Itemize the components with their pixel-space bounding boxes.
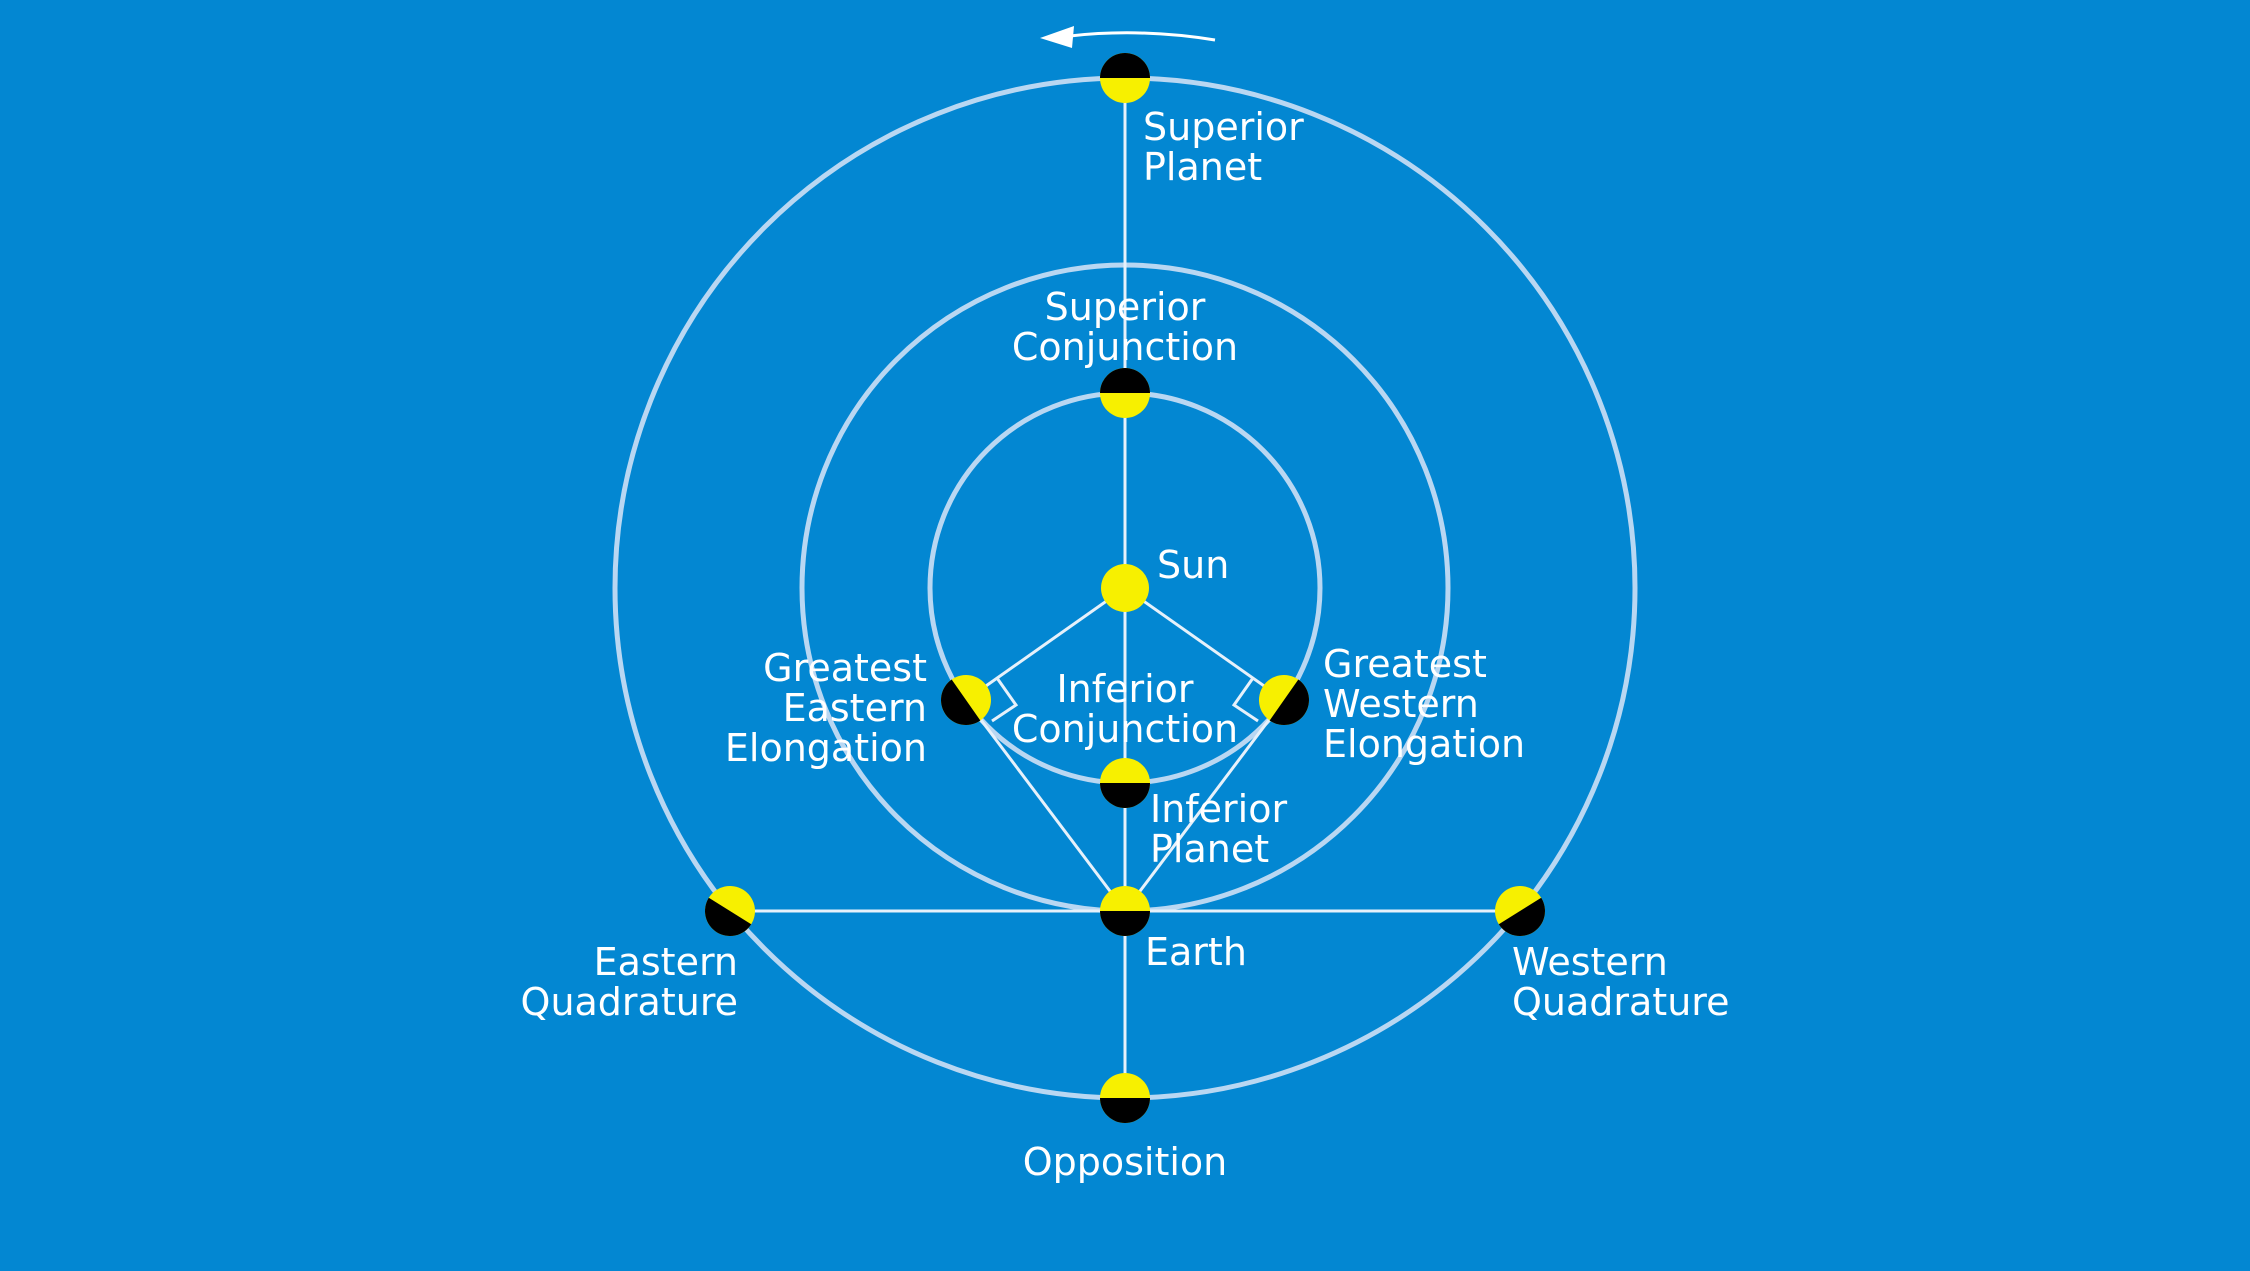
sun-to-eastern-elongation (965, 586, 1126, 702)
label-eastern-quadrature-line: Quadrature (521, 980, 738, 1024)
label-greatest-western-elongation-line: Greatest (1323, 642, 1487, 686)
planet-greatest-western-elongation (1259, 675, 1309, 725)
right-angle-marker-west (1231, 677, 1259, 723)
sun-to-western-elongation (1124, 586, 1285, 702)
right-angle-marker-east (991, 677, 1019, 723)
planet-eastern-quadrature (705, 886, 755, 936)
earth (1100, 886, 1150, 936)
arrow-head-icon (1040, 26, 1074, 48)
label-superior-conjunction-line: Conjunction (1012, 325, 1238, 369)
label-earth-line: Earth (1145, 930, 1247, 974)
label-superior-conjunction-line: Superior (1045, 285, 1206, 329)
label-sun-line: Sun (1157, 543, 1229, 587)
earth-to-western-elongation (1123, 699, 1286, 912)
label-inferior-planet-line: Planet (1150, 827, 1269, 871)
label-eastern-quadrature-line: Eastern (594, 940, 738, 984)
label-greatest-western-elongation-line: Elongation (1323, 722, 1525, 766)
sun (1101, 564, 1149, 612)
label-opposition: Opposition (1023, 1140, 1228, 1184)
label-greatest-eastern-elongation-line: Elongation (725, 726, 927, 770)
planet-greatest-eastern-elongation (941, 675, 991, 725)
planet-superior (1100, 53, 1150, 103)
label-greatest-eastern-elongation-line: Eastern (783, 686, 927, 730)
planet-superior-conjunction (1100, 368, 1150, 418)
earth-to-eastern-elongation (964, 699, 1127, 912)
label-western-quadrature-line: Quadrature (1512, 980, 1729, 1024)
label-western-quadrature-line: Western (1512, 940, 1668, 984)
label-superior-planet-line: Planet (1143, 145, 1262, 189)
planet-inferior-conjunction (1100, 758, 1150, 808)
label-earth: Earth (1145, 930, 1247, 974)
orbit-direction-arrow (1069, 31, 1216, 42)
label-inferior-planet-line: Inferior (1150, 787, 1287, 831)
planet-western-quadrature (1495, 886, 1545, 936)
label-opposition-line: Opposition (1023, 1140, 1228, 1184)
label-greatest-eastern-elongation-line: Greatest (763, 646, 927, 690)
label-superior-planet-line: Superior (1143, 105, 1304, 149)
planet-opposition (1100, 1073, 1150, 1123)
label-greatest-western-elongation-line: Western (1323, 682, 1479, 726)
label-sun: Sun (1157, 543, 1229, 587)
label-inferior-conjunction-line: Conjunction (1012, 707, 1238, 751)
label-inferior-conjunction-line: Inferior (1056, 667, 1193, 711)
